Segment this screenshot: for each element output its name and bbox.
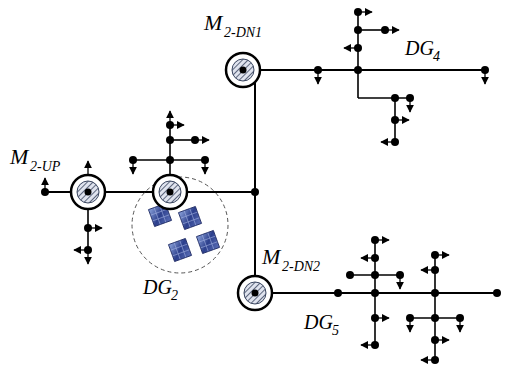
pv-panel xyxy=(168,238,191,261)
feeder-line xyxy=(358,97,410,99)
bus-node xyxy=(354,8,362,16)
bus-node xyxy=(391,94,399,102)
device-label: M xyxy=(262,246,280,268)
device-label: M xyxy=(10,146,28,168)
bus-node xyxy=(431,336,439,344)
bus-node xyxy=(391,138,399,146)
pv-panels xyxy=(148,203,219,261)
bus-node xyxy=(431,266,439,274)
device-label: DG xyxy=(405,38,434,58)
bus-node xyxy=(391,116,399,124)
bus-node xyxy=(191,136,199,144)
feeder-line xyxy=(357,70,359,98)
bus-node xyxy=(371,236,379,244)
bus-node xyxy=(481,66,489,74)
label-subscript: 2-DN2 xyxy=(282,260,320,274)
device-label: DG xyxy=(143,277,172,297)
bus-node xyxy=(201,156,209,164)
device-label: DG xyxy=(304,312,333,332)
bus-node xyxy=(371,254,379,262)
bus-node xyxy=(371,314,379,322)
pv-panel xyxy=(196,230,219,253)
feeder-line xyxy=(243,69,485,71)
meter-symbol xyxy=(153,175,187,209)
bus-node xyxy=(371,289,379,297)
bus-node xyxy=(354,26,362,34)
pv-region xyxy=(132,177,228,273)
bus-node xyxy=(431,289,439,297)
bus-node xyxy=(371,341,379,349)
bus-node xyxy=(431,251,439,259)
bus-node xyxy=(406,314,414,322)
bus-node xyxy=(251,188,259,196)
feeder-line xyxy=(434,293,436,360)
bus-node xyxy=(493,289,501,297)
feeder-line xyxy=(374,240,376,293)
load-arrow xyxy=(87,161,88,175)
feeder-line xyxy=(358,29,385,31)
bus-node xyxy=(129,156,137,164)
bus-node xyxy=(166,136,174,144)
feeder-lines xyxy=(41,8,501,364)
meter-symbol xyxy=(238,276,272,310)
device-label: M xyxy=(204,12,222,34)
bus-node xyxy=(354,66,362,74)
bus-node xyxy=(166,156,174,164)
label-subscript: 4 xyxy=(433,50,440,64)
bus-node xyxy=(346,271,354,279)
bus-node xyxy=(354,44,362,52)
bus-node xyxy=(456,314,464,322)
pv-panel xyxy=(178,206,201,229)
feeder-line xyxy=(357,12,359,70)
bus-node xyxy=(334,289,342,297)
bus-node xyxy=(314,66,322,74)
bus-node xyxy=(396,271,404,279)
bus-node xyxy=(371,271,379,279)
feeder-line xyxy=(254,70,256,293)
feeder-line xyxy=(169,125,171,175)
bus-node xyxy=(431,314,439,322)
bus-node xyxy=(84,224,92,232)
label-subscript: 2-UP xyxy=(30,160,60,174)
bus-node xyxy=(166,121,174,129)
bus-node xyxy=(431,356,439,364)
bus-node xyxy=(381,26,389,34)
bus-node xyxy=(84,246,92,254)
label-subscript: 5 xyxy=(332,324,339,338)
meter-symbol xyxy=(226,53,260,87)
bus-node xyxy=(406,94,414,102)
meter-symbol xyxy=(71,175,105,209)
bus-node xyxy=(41,188,49,196)
label-subscript: 2-DN1 xyxy=(224,26,262,40)
label-subscript: 2 xyxy=(171,289,178,303)
